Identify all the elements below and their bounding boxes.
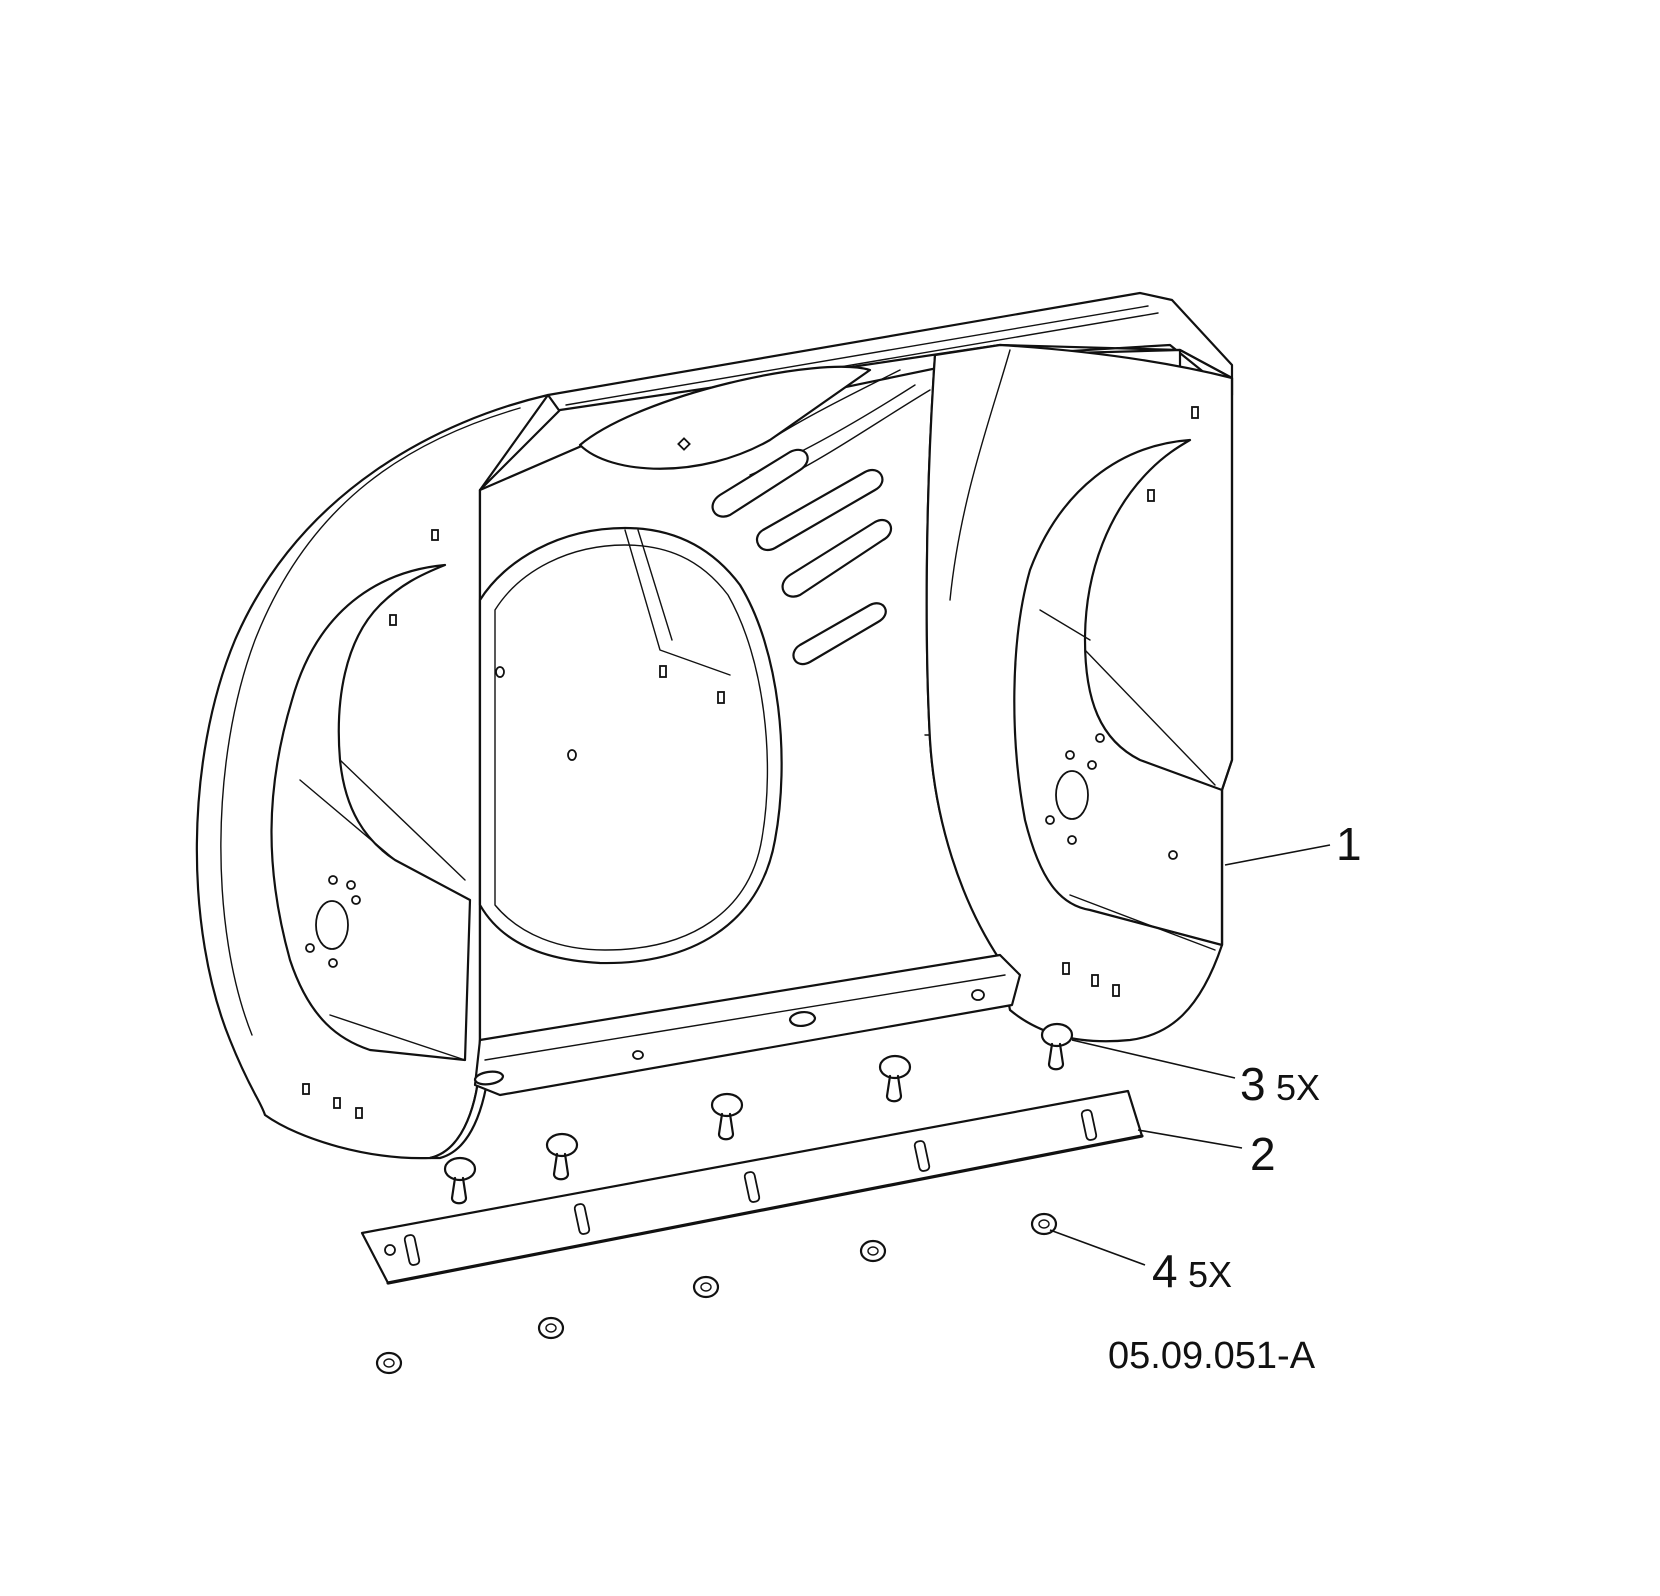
drawing-id-label: 05.09.051-A: [1108, 1335, 1316, 1377]
leader-lines: [1049, 844, 1331, 1266]
stud: [710, 1092, 744, 1141]
svg-text:4: 4: [1152, 1245, 1178, 1297]
nut: [1030, 1212, 1058, 1236]
callout-3: 3 5X: [1240, 1058, 1320, 1110]
callout-1: 1: [1336, 818, 1362, 870]
stud: [878, 1054, 912, 1103]
svg-text:5X: 5X: [1276, 1067, 1320, 1108]
part-3-studs: [443, 1022, 1074, 1205]
svg-text:5X: 5X: [1188, 1254, 1232, 1295]
svg-text:1: 1: [1336, 818, 1362, 870]
part-2-strip: [360, 1089, 1144, 1285]
svg-text:2: 2: [1250, 1128, 1276, 1180]
nut: [692, 1275, 720, 1299]
stud: [443, 1156, 477, 1205]
svg-text:05.09.051-A: 05.09.051-A: [1108, 1335, 1316, 1377]
svg-text:3: 3: [1240, 1058, 1266, 1110]
callout-4: 4 5X: [1152, 1245, 1232, 1297]
part-4-nuts: [375, 1212, 1058, 1375]
nut: [537, 1316, 565, 1340]
nut: [375, 1351, 403, 1375]
nut: [859, 1239, 887, 1263]
callout-2: 2: [1250, 1128, 1276, 1180]
stud: [545, 1132, 579, 1181]
part-1-front-panel: [195, 291, 1234, 1160]
stud: [1040, 1022, 1074, 1071]
